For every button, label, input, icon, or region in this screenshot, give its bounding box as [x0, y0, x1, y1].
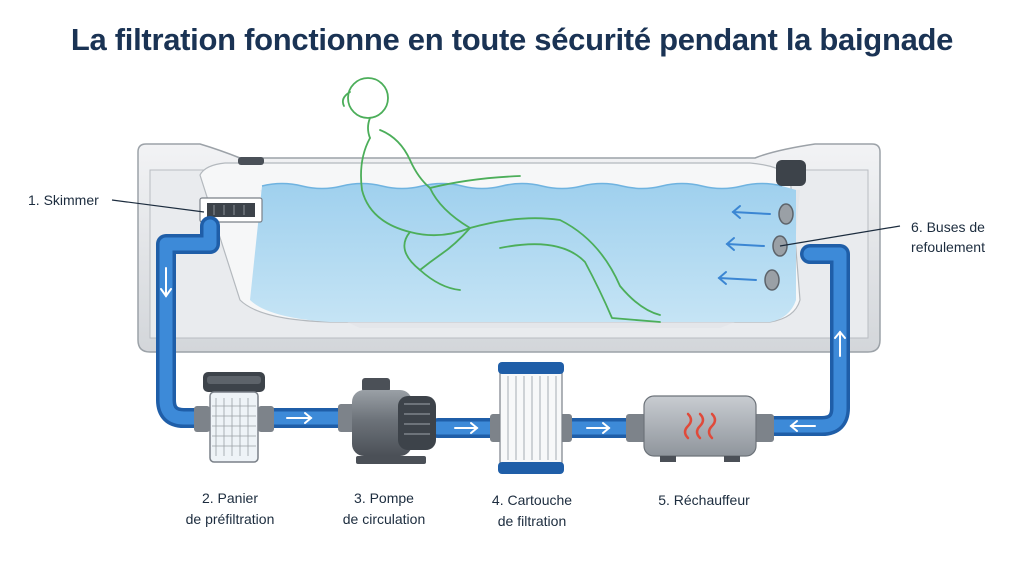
label-skimmer: 1. Skimmer [28, 192, 99, 208]
return-jets [764, 203, 794, 291]
label-heater: 5. Réchauffeur [658, 492, 750, 508]
bather-figure [341, 77, 661, 323]
label-pump-line2: de circulation [343, 511, 426, 527]
filter-cartridge [490, 362, 572, 474]
pipe-flow-arrows [160, 267, 846, 434]
label-jets-line2: refoulement [911, 239, 985, 255]
label-jets-line1: 6. Buses de [911, 219, 985, 235]
heat-waves-icon [683, 412, 717, 440]
skimmer-leader-line [111, 199, 205, 213]
diagram-title: La filtration fonctionne en toute sécuri… [70, 22, 954, 57]
label-cartridge-line2: de filtration [498, 513, 566, 529]
circulation-pump [338, 378, 436, 464]
label-cartridge-line1: 4. Cartouche [492, 492, 572, 508]
label-pump-line1: 3. Pompe [354, 490, 414, 506]
rim-vent-left [238, 157, 264, 165]
jets-leader-line [779, 225, 901, 247]
skimmer [199, 197, 263, 223]
jet-flow-arrows [717, 205, 771, 285]
label-basket-line1: 2. Panier [202, 490, 258, 506]
rim-vent-right [776, 160, 806, 186]
label-basket-line2: de préfiltration [186, 511, 275, 527]
prefilter-basket [194, 372, 274, 463]
water [250, 182, 796, 322]
heater [626, 395, 774, 462]
